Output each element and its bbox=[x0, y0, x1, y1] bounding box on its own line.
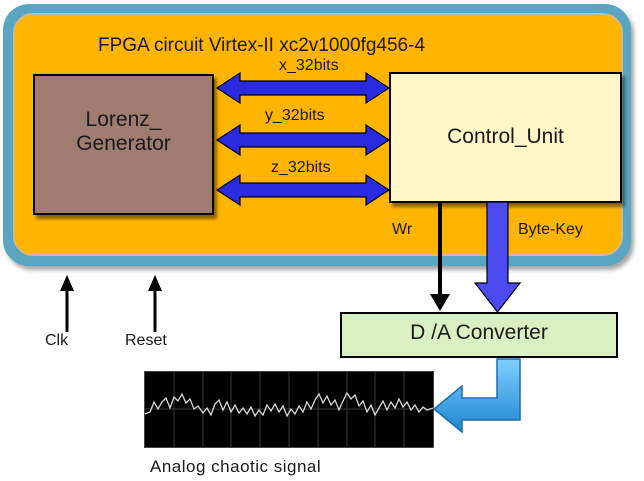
da-converter-label: D /A Converter bbox=[340, 321, 618, 345]
byte-key-arrow bbox=[475, 202, 520, 312]
bus-arrow-z bbox=[217, 175, 389, 205]
wr-label: Wr bbox=[392, 221, 412, 239]
clk-arrowhead bbox=[60, 275, 74, 291]
byte-key-label: Byte-Key bbox=[518, 221, 583, 239]
wr-arrowhead bbox=[430, 294, 450, 311]
output-arrow bbox=[434, 359, 520, 432]
reset-label: Reset bbox=[125, 332, 167, 350]
clk-label: Clk bbox=[45, 332, 68, 350]
oscilloscope-trace bbox=[145, 372, 433, 447]
bus-label-y: y_32bits bbox=[265, 107, 325, 125]
bus-arrow-y bbox=[217, 125, 389, 155]
reset-arrowhead bbox=[148, 275, 162, 291]
bus-arrow-x bbox=[217, 73, 389, 103]
bus-label-z: z_32bits bbox=[271, 159, 331, 177]
output-caption: Analog chaotic signal bbox=[150, 457, 321, 477]
oscilloscope-display bbox=[144, 371, 434, 448]
bus-label-x: x_32bits bbox=[279, 57, 339, 75]
